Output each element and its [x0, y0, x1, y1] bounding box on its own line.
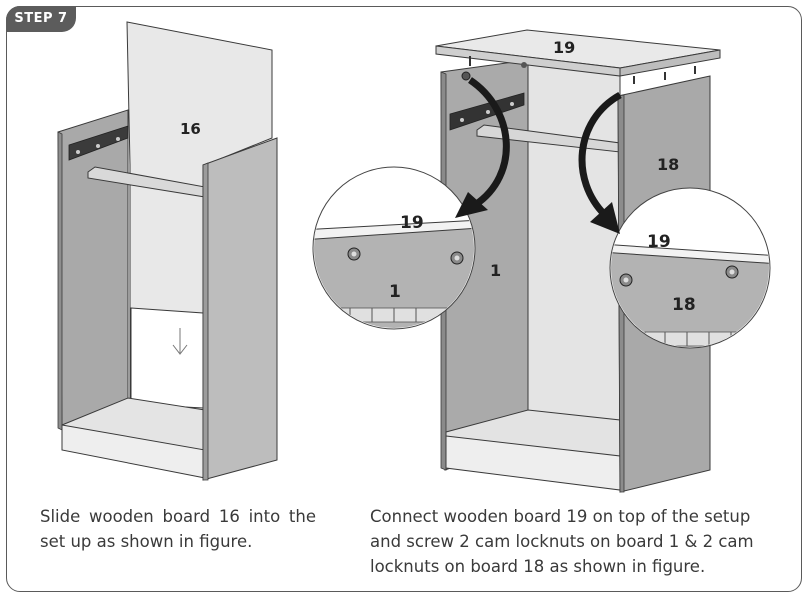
curved-arrow-left-icon	[467, 77, 510, 208]
top-board-19-label: 19	[553, 38, 575, 57]
side-panel-18-label: 18	[657, 155, 679, 174]
hinge-plate	[68, 125, 129, 161]
step-badge: STEP 7	[6, 6, 76, 32]
board-16-label: 16	[180, 120, 201, 138]
svg-text:19: 19	[400, 213, 424, 233]
caption-right: Connect wooden board 19 on top of the se…	[370, 507, 754, 576]
curved-arrow-right-icon	[578, 91, 622, 218]
side-panel-1-label: 1	[490, 261, 501, 280]
caption-left: Slide wooden board 16 into the set up as…	[40, 507, 316, 551]
svg-text:18: 18	[672, 295, 696, 315]
back-panel	[527, 63, 621, 441]
svg-text:1: 1	[389, 282, 401, 302]
svg-text:19: 19	[647, 232, 671, 252]
zoom-detail-left: 19 1	[312, 166, 476, 330]
